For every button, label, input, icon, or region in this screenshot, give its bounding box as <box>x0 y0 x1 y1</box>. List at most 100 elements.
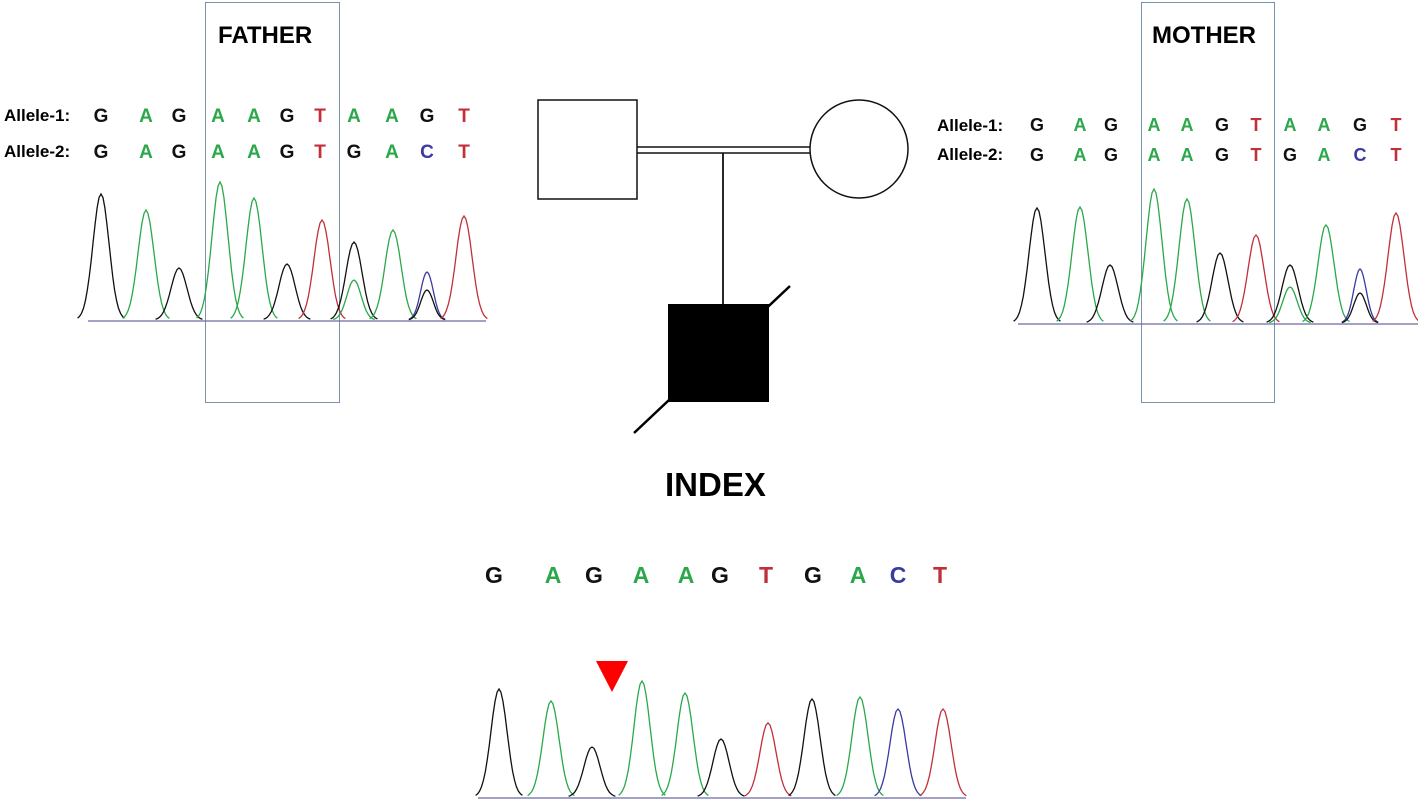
father-allele2-base-11: T <box>458 142 470 163</box>
mother-allele2-base-2: A <box>1073 145 1087 165</box>
index-peak-1 <box>475 687 523 796</box>
index-peak-7 <box>744 722 792 797</box>
mother-peak-11 <box>1341 268 1379 323</box>
father-peak-6 <box>263 263 311 320</box>
mother-highlight-box <box>1141 2 1275 403</box>
mother-peak-9 <box>1269 286 1311 324</box>
father-allele2-base-9: A <box>385 142 399 163</box>
index-base-5: A <box>677 562 695 588</box>
index-base-9: A <box>849 562 867 588</box>
index-peak-10 <box>874 707 922 797</box>
father-allele2-base-3: G <box>171 142 187 163</box>
mother-peak-7 <box>1232 233 1280 323</box>
mother-allele1-base-10: G <box>1352 115 1367 135</box>
index-peak-9 <box>836 695 884 797</box>
mother-allele2-base-1: G <box>1029 145 1044 165</box>
mother-allele1-base-4: A <box>1147 115 1161 135</box>
father-peak-9 <box>333 279 375 321</box>
father-allele2-base-2: A <box>139 142 153 163</box>
father-peak-12 <box>408 289 446 321</box>
father-allele2-base-4: A <box>211 142 225 163</box>
mother-allele1-base-1: G <box>1029 115 1044 135</box>
mother-peak-8 <box>1266 264 1314 323</box>
father-peak-4 <box>196 180 244 319</box>
father-highlight-box <box>205 2 340 403</box>
father-peak-8 <box>330 240 378 320</box>
mother-allele1-label: Allele-1: <box>937 116 1004 135</box>
mother-peak-1 <box>1013 206 1061 322</box>
father-allele1-base-2: A <box>139 106 153 127</box>
mother-allele2-base-5: A <box>1180 145 1194 165</box>
father-peak-5 <box>230 196 278 319</box>
mother-allele2-base-11: T <box>1390 145 1402 165</box>
father-peak-13 <box>440 214 488 320</box>
mother-peak-4 <box>1130 187 1178 322</box>
mother-allele1-base-2: A <box>1073 115 1087 135</box>
father-allele2-base-10: C <box>420 142 434 163</box>
index-base-8: G <box>804 562 822 588</box>
mother-peak-12 <box>1341 292 1379 324</box>
father-allele1-base-9: A <box>385 106 399 127</box>
index-peak-11 <box>919 707 967 797</box>
father-allele1-base-1: G <box>93 106 109 127</box>
father-peak-3 <box>155 267 203 320</box>
index-base-10: C <box>889 562 907 588</box>
mother-allele2-base-3: G <box>1103 145 1118 165</box>
father-allele2-base-6: G <box>279 142 295 163</box>
mother-allele1-base-7: T <box>1250 115 1262 135</box>
father-allele1-label: Allele-1: <box>4 106 71 125</box>
father-allele2-base-1: G <box>93 142 109 163</box>
mother-peak-10 <box>1302 223 1350 323</box>
index-peak-6 <box>697 738 745 797</box>
father-allele1-base-6: G <box>279 106 295 127</box>
mother-allele2-base-7: T <box>1250 145 1262 165</box>
father-peak-11 <box>408 271 446 320</box>
mother-peak-13 <box>1372 211 1418 322</box>
mother-peak-2 <box>1056 205 1104 322</box>
mother-peak-3 <box>1086 264 1134 323</box>
father-allele1-base-11: T <box>458 106 470 127</box>
index-base-4: A <box>632 562 650 588</box>
father-peak-7 <box>298 218 346 320</box>
index-peak-5 <box>661 691 709 797</box>
index-peak-2 <box>527 699 575 797</box>
father-square-symbol <box>537 99 638 200</box>
index-title: INDEX <box>665 466 766 503</box>
mother-allele2-base-4: A <box>1147 145 1161 165</box>
mother-allele1-base-11: T <box>1390 115 1402 135</box>
mother-circle-symbol <box>809 99 909 199</box>
mother-allele2-base-8: G <box>1282 145 1297 165</box>
index-base-3: G <box>585 562 603 588</box>
mother-allele2-base-9: A <box>1317 145 1331 165</box>
father-allele1-base-8: A <box>347 106 361 127</box>
mother-allele2-base-10: C <box>1353 145 1367 165</box>
index-peak-3 <box>568 746 616 797</box>
mother-allele1-base-5: A <box>1180 115 1194 135</box>
index-base-7: T <box>758 562 774 588</box>
father-title: FATHER <box>218 22 313 49</box>
father-allele2-base-7: T <box>314 142 326 163</box>
father-allele1-base-5: A <box>247 106 261 127</box>
mother-allele1-base-9: A <box>1317 115 1331 135</box>
father-allele1-base-3: G <box>171 106 187 127</box>
mother-allele1-base-6: G <box>1214 115 1229 135</box>
pedigree-chart <box>537 99 909 434</box>
mother-allele1-base-8: A <box>1283 115 1297 135</box>
mother-peak-5 <box>1163 197 1211 322</box>
father-allele2-label: Allele-2: <box>4 142 71 161</box>
index-base-1: G <box>485 562 503 588</box>
father-allele2-base-8: G <box>346 142 362 163</box>
mother-title: MOTHER <box>1152 22 1256 49</box>
mother-allele1-base-3: G <box>1103 115 1118 135</box>
deceased-slash <box>633 285 791 434</box>
father-allele1-base-4: A <box>211 106 225 127</box>
index-peak-4 <box>618 679 666 796</box>
father-peak-2 <box>122 208 170 319</box>
father-peak-1 <box>77 192 125 319</box>
mother-peak-6 <box>1196 252 1244 323</box>
index-base-11: T <box>932 562 948 588</box>
